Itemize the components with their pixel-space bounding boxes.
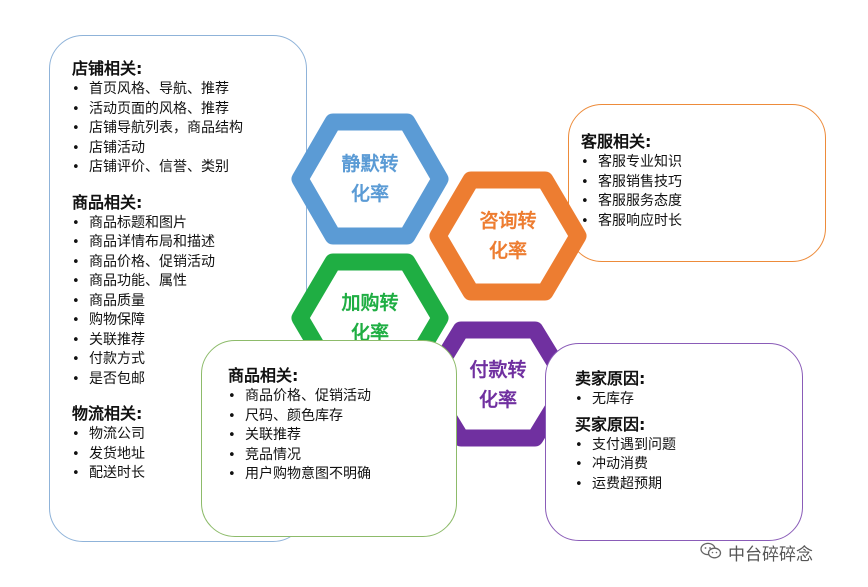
customer-service-box: 客服相关: 客服专业知识 客服销售技巧 客服服务态度 客服响应时长 — [568, 104, 826, 262]
list-item: 运费超预期 — [575, 475, 802, 495]
list-item: 尺码、颜色库存 — [228, 407, 456, 427]
list-item: 无库存 — [575, 390, 802, 410]
cart-factors-box: 商品相关: 商品价格、促销活动 尺码、颜色库存 关联推荐 竞品情况 用户购物意图… — [201, 340, 457, 537]
list-item: 付款方式 — [72, 350, 306, 370]
section-title: 买家原因: — [575, 414, 646, 434]
factor-list: 商品价格、促销活动 尺码、颜色库存 关联推荐 竞品情况 用户购物意图不明确 — [228, 387, 456, 485]
hexagon-consult — [429, 171, 587, 301]
factor-list: 物流公司 发货地址 配送时长 — [72, 425, 306, 484]
watermark: 中台碎碎念 — [700, 540, 813, 565]
list-item: 用户购物意图不明确 — [228, 465, 456, 485]
factor-list: 无库存 — [575, 390, 802, 410]
hexagon-label: 加购转 化率 — [341, 292, 399, 344]
list-item: 店铺导航列表，商品结构 — [72, 119, 306, 139]
hexagon-label: 静默转 化率 — [341, 153, 399, 205]
hexagon-label: 咨询转 化率 — [479, 210, 537, 262]
logistics-section: 物流相关: 物流公司 发货地址 配送时长 — [72, 403, 306, 484]
section-title: 卖家原因: — [575, 369, 646, 388]
product-section: 商品相关: 商品标题和图片 商品详情布局和描述 商品价格、促销活动 商品功能、属… — [72, 192, 306, 390]
section-title: 物流相关: — [72, 404, 143, 423]
list-item: 物流公司 — [72, 425, 306, 445]
watermark-text: 中台碎碎念 — [728, 545, 813, 565]
list-item: 商品功能、属性 — [72, 272, 306, 292]
list-item: 关联推荐 — [72, 331, 306, 351]
section-title: 客服相关: — [581, 132, 652, 151]
shop-section: 店铺相关: 首页风格、导航、推荐 活动页面的风格、推荐 店铺导航列表，商品结构 … — [72, 58, 306, 178]
list-item: 商品质量 — [72, 292, 306, 312]
list-item: 客服服务态度 — [581, 192, 825, 212]
list-item: 关联推荐 — [228, 426, 456, 446]
list-item: 首页风格、导航、推荐 — [72, 80, 306, 100]
factor-list: 支付遇到问题 冲动消费 运费超预期 — [575, 436, 802, 495]
list-item: 客服响应时长 — [581, 212, 825, 232]
wechat-icon — [700, 542, 722, 564]
list-item: 发货地址 — [72, 445, 306, 465]
list-item: 商品标题和图片 — [72, 214, 306, 234]
list-item: 商品价格、促销活动 — [228, 387, 456, 407]
list-item: 店铺活动 — [72, 139, 306, 159]
list-item: 客服销售技巧 — [581, 173, 825, 193]
list-item: 是否包邮 — [72, 370, 306, 390]
section-title: 店铺相关: — [72, 59, 143, 78]
factor-list: 首页风格、导航、推荐 活动页面的风格、推荐 店铺导航列表，商品结构 店铺活动 店… — [72, 80, 306, 178]
factor-list: 商品标题和图片 商品详情布局和描述 商品价格、促销活动 商品功能、属性 商品质量… — [72, 214, 306, 390]
list-item: 店铺评价、信誉、类别 — [72, 158, 306, 178]
factor-list: 客服专业知识 客服销售技巧 客服服务态度 客服响应时长 — [581, 153, 825, 231]
list-item: 商品价格、促销活动 — [72, 253, 306, 273]
hexagon-silent — [291, 113, 449, 245]
list-item: 客服专业知识 — [581, 153, 825, 173]
shop-factors-box: 店铺相关: 首页风格、导航、推荐 活动页面的风格、推荐 店铺导航列表，商品结构 … — [49, 35, 307, 542]
list-item: 配送时长 — [72, 464, 306, 484]
payment-factors-box: 卖家原因: 无库存 买家原因: 支付遇到问题 冲动消费 运费超预期 — [545, 343, 803, 541]
hexagon-label: 付款转 化率 — [469, 359, 527, 411]
list-item: 购物保障 — [72, 311, 306, 331]
list-item: 支付遇到问题 — [575, 436, 802, 456]
list-item: 活动页面的风格、推荐 — [72, 100, 306, 120]
section-title: 商品相关: — [72, 192, 143, 212]
list-item: 竞品情况 — [228, 446, 456, 466]
section-title: 商品相关: — [228, 366, 299, 385]
list-item: 商品详情布局和描述 — [72, 233, 306, 253]
list-item: 冲动消费 — [575, 455, 802, 475]
